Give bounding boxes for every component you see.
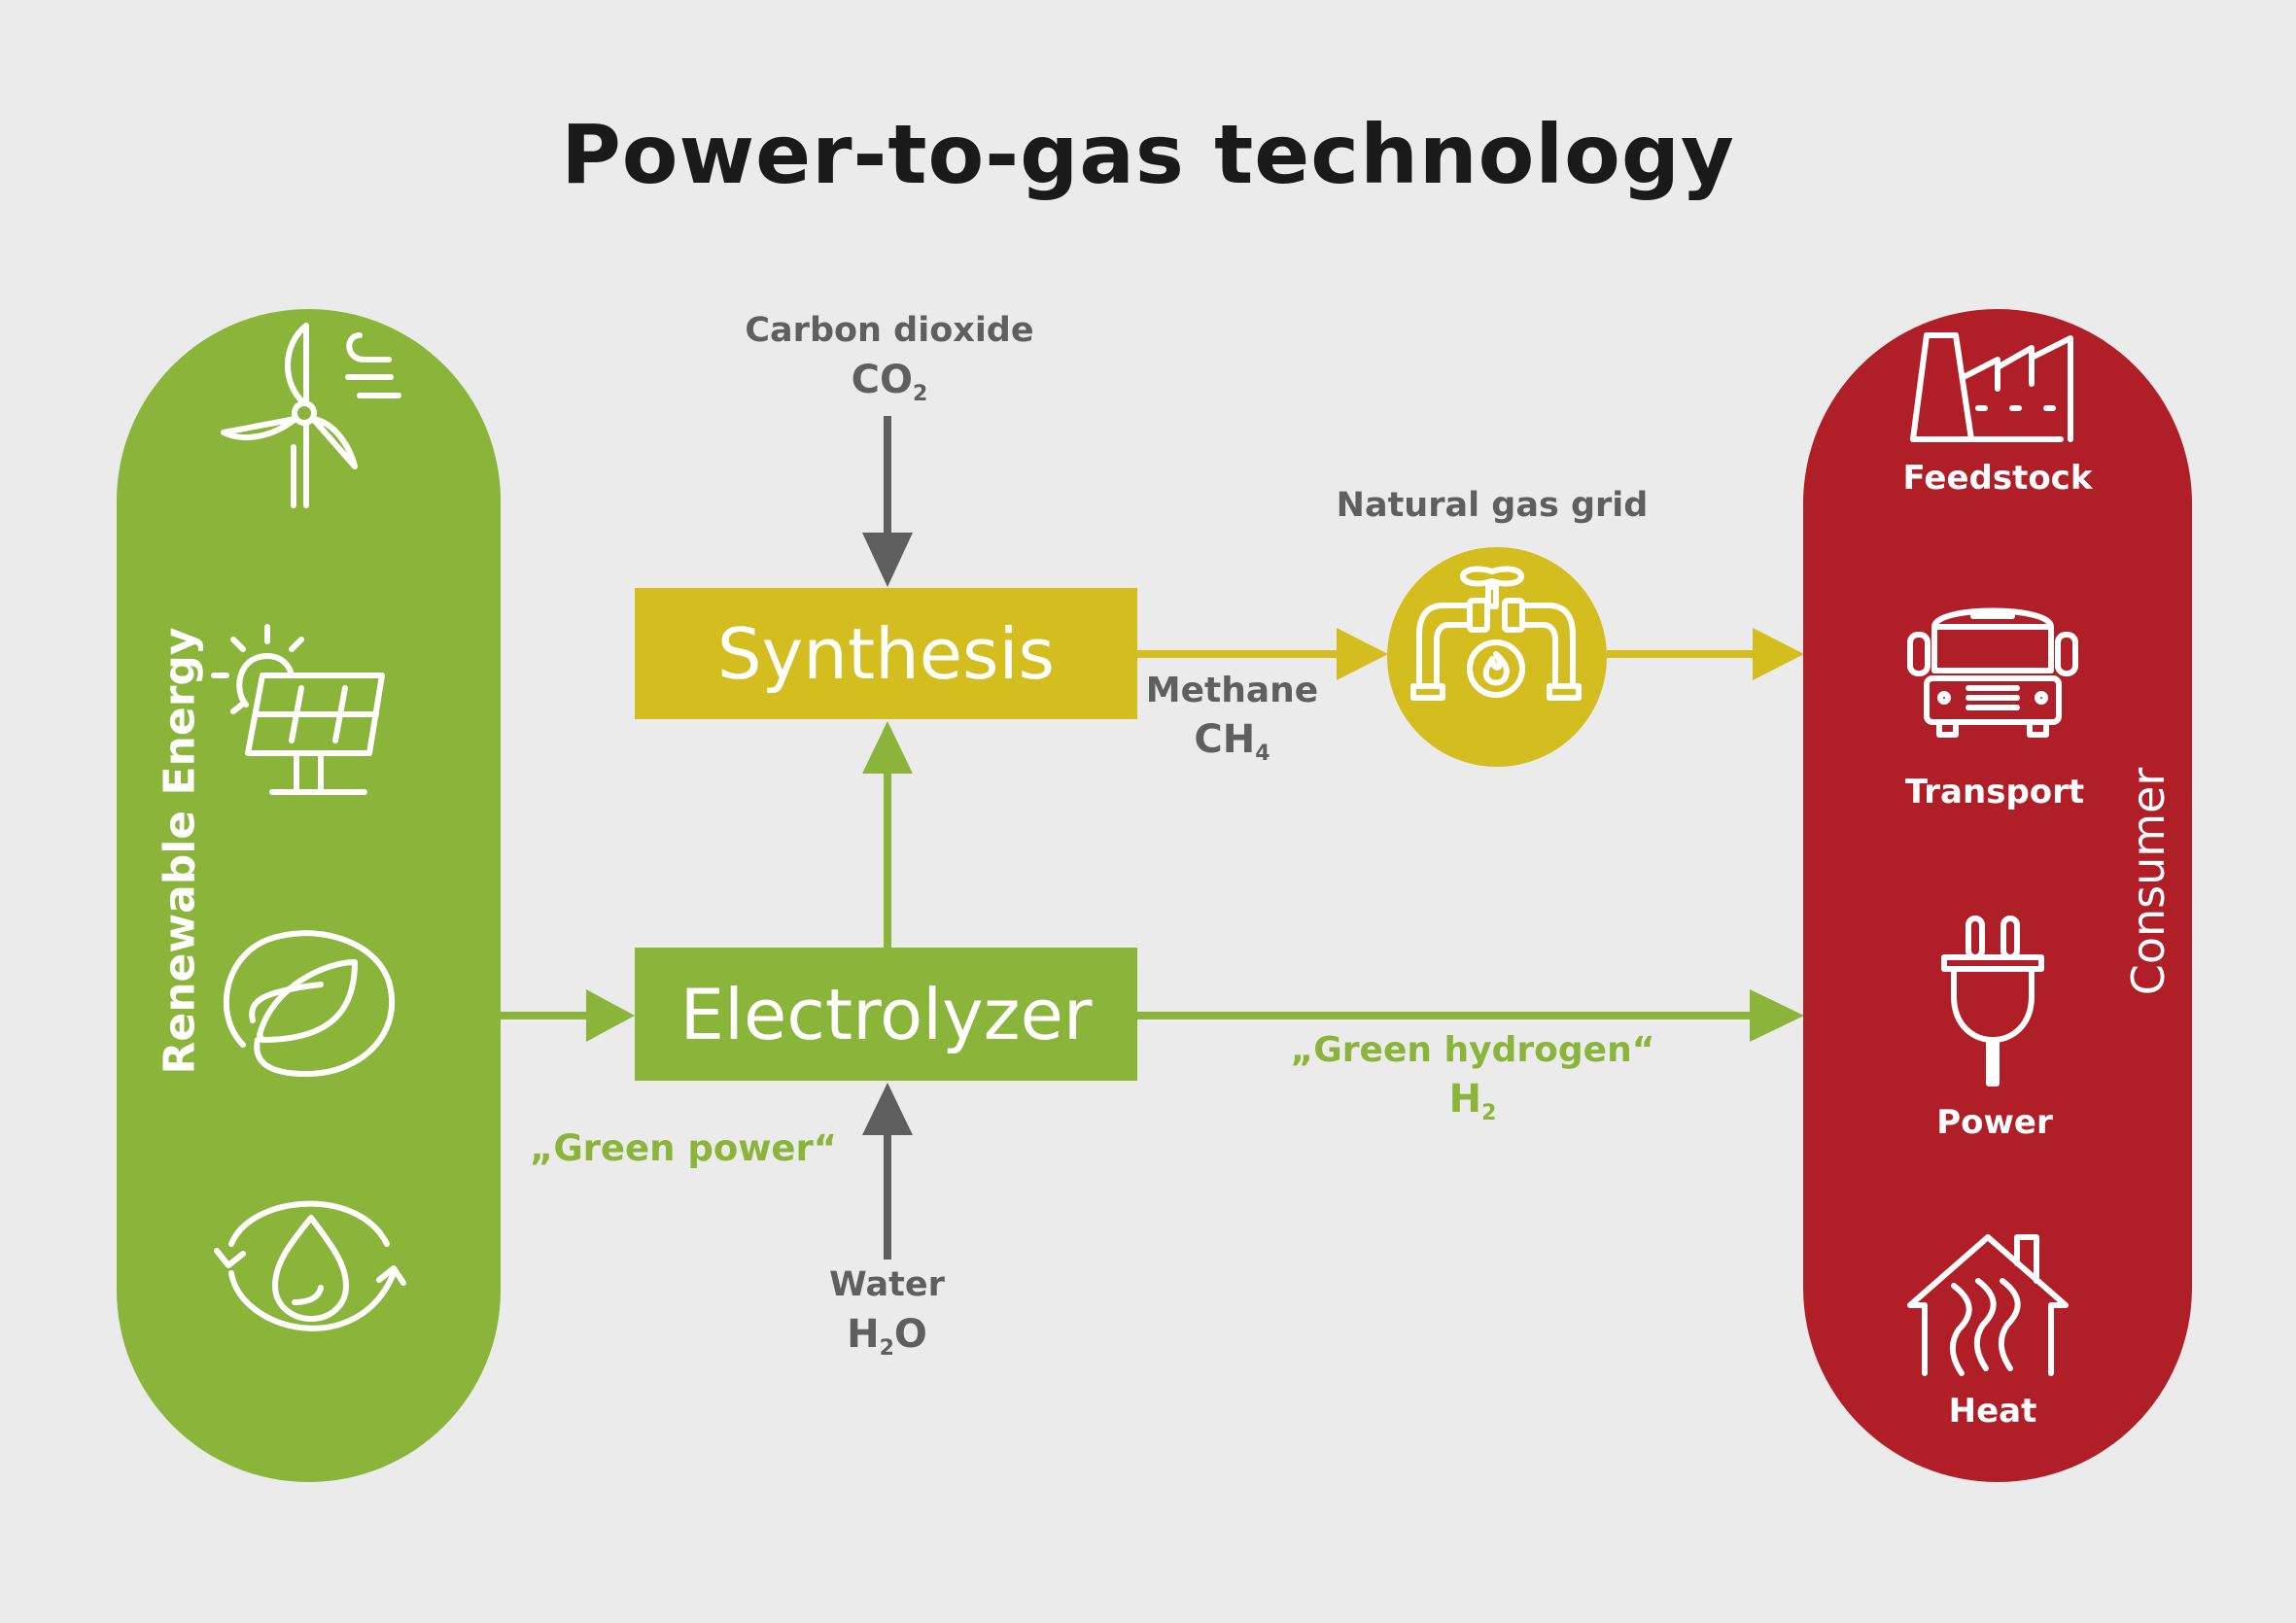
- plug-icon: [1941, 915, 2044, 1087]
- consumer-panel: [1803, 309, 2192, 1482]
- synthesis-box: Synthesis: [635, 588, 1137, 719]
- wind-turbine-icon: [221, 323, 401, 508]
- methane-arrow: [1137, 628, 1388, 680]
- green-hydrogen-arrow: [1137, 989, 1804, 1042]
- co2-formula: CO2: [851, 358, 928, 406]
- natural-gas-grid-label: Natural gas grid: [1336, 486, 1649, 525]
- co2-input-arrow: [862, 416, 913, 587]
- h2-formula: H2: [1448, 1077, 1497, 1125]
- consumer-item-feedstock: Feedstock: [1902, 459, 2093, 498]
- house-heat-icon: [1907, 1234, 2069, 1376]
- renewable-energy-label: Renewable Energy: [155, 627, 205, 1075]
- h2o-formula: H2O: [847, 1312, 927, 1361]
- hydrogen-to-synthesis-arrow: [862, 721, 913, 949]
- water-input-arrow: [862, 1083, 913, 1260]
- water-cycle-icon: [214, 1200, 406, 1331]
- gas-grid-to-consumer-arrow: [1607, 628, 1804, 680]
- diagram-title: Power-to-gas technology: [561, 107, 1735, 202]
- ch4-formula: CH4: [1194, 717, 1270, 766]
- solar-panel-icon: [211, 624, 385, 795]
- carbon-dioxide-label: Carbon dioxide: [745, 311, 1034, 350]
- leaf-cycle-icon: [223, 930, 396, 1077]
- consumer-item-transport: Transport: [1904, 773, 2085, 812]
- consumer-label: Consumer: [2122, 767, 2174, 996]
- gas-pipe-icon: [1410, 566, 1582, 701]
- bus-icon: [1907, 607, 2078, 738]
- consumer-item-heat: Heat: [1948, 1392, 2037, 1431]
- factory-icon: [1910, 332, 2073, 442]
- green-power-label: „Green power“: [530, 1127, 838, 1169]
- methane-label: Methane: [1145, 671, 1319, 710]
- water-label: Water: [829, 1265, 945, 1304]
- electrolyzer-label: Electrolyzer: [679, 973, 1093, 1055]
- electrolyzer-box: Electrolyzer: [635, 948, 1137, 1081]
- green-hydrogen-label: „Green hydrogen“: [1290, 1030, 1655, 1070]
- green-power-arrow: [501, 989, 635, 1042]
- consumer-item-power: Power: [1936, 1103, 2053, 1142]
- synthesis-label: Synthesis: [716, 612, 1056, 695]
